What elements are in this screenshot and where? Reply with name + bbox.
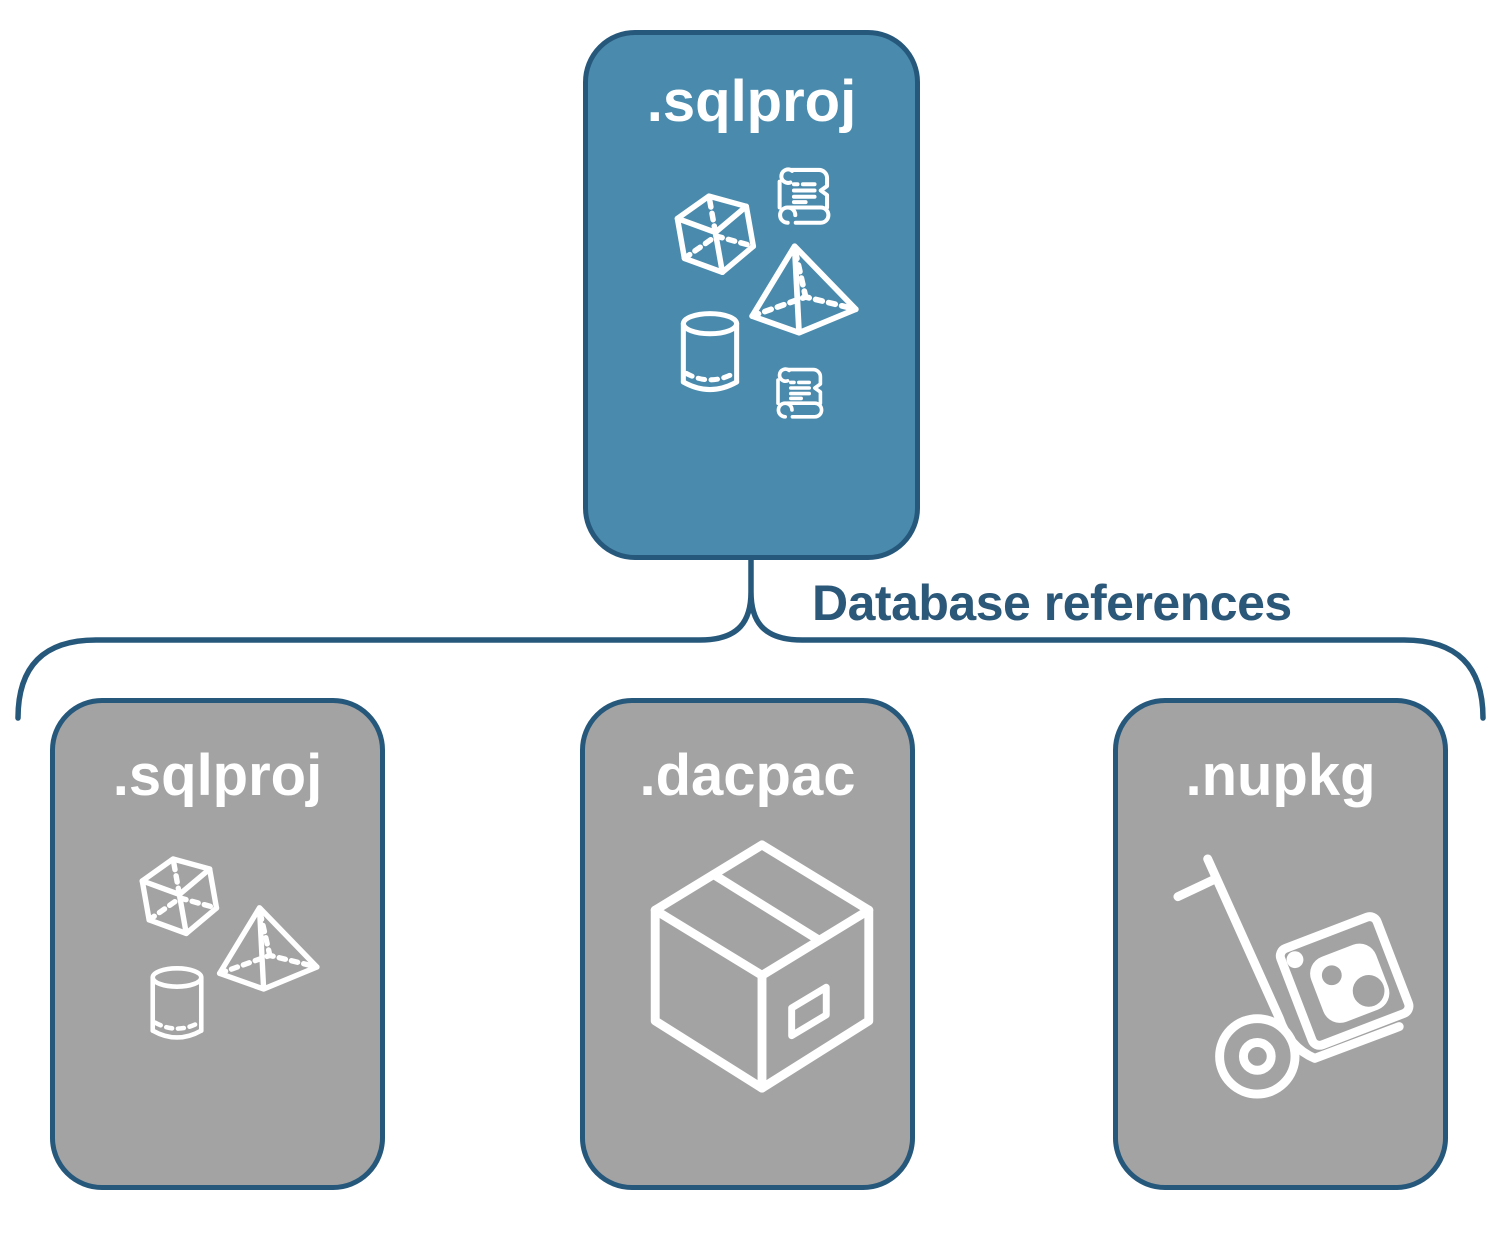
node-child-nupkg: .nupkg — [1113, 698, 1448, 1190]
node-title: .dacpac — [639, 743, 856, 808]
node-child-sqlproj: .sqlproj — [50, 698, 385, 1190]
node-child-dacpac: .dacpac — [580, 698, 915, 1190]
node-title: .sqlproj — [646, 69, 857, 134]
edge-label-database-references: Database references — [812, 575, 1292, 631]
package-box-icon — [650, 840, 874, 1093]
cylinder-icon — [150, 965, 204, 1040]
pyramid-icon — [216, 905, 320, 992]
cylinder-icon — [680, 311, 740, 393]
node-title: .sqlproj — [112, 743, 323, 808]
nuget-handtruck-icon — [1173, 854, 1414, 1099]
cube-icon — [674, 193, 757, 276]
pyramid-icon — [749, 243, 859, 336]
node-title: .nupkg — [1185, 743, 1376, 808]
node-root-sqlproj: .sqlproj — [583, 30, 920, 560]
cube-icon — [139, 856, 220, 937]
scroll-icon — [777, 167, 831, 225]
scroll-icon — [776, 367, 824, 419]
